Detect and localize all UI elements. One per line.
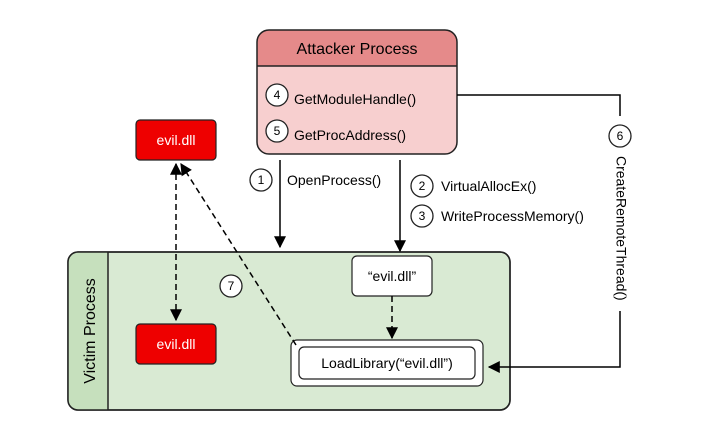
attacker-process-title: Attacker Process — [297, 41, 418, 58]
attacker-process: Attacker Process 4 GetModuleHandle() 5 G… — [256, 29, 458, 155]
disk-dll-box — [135, 119, 217, 161]
load-library-thread: LoadLibrary(“evil.dll”) — [290, 339, 484, 387]
dll-path-string: “evil.dll” — [351, 255, 433, 297]
step-1-badge — [249, 168, 273, 192]
call-get-proc-address: GetProcAddress() — [294, 127, 406, 143]
step-5-number: 5 — [274, 124, 281, 138]
step-3-number: 3 — [419, 209, 426, 223]
disk-dll-label: evil.dll — [157, 132, 196, 148]
dll-path-string-label: “evil.dll” — [368, 268, 417, 284]
step-3-badge — [410, 204, 434, 228]
loadlibrary-to-disk-arrow — [180, 162, 297, 346]
load-library-inner-box — [298, 346, 476, 380]
step-6-badge — [608, 124, 632, 148]
step-6-number: 6 — [617, 129, 624, 143]
create-remote-thread-label-bg — [612, 116, 628, 311]
victim-process-outline — [67, 251, 511, 411]
victim-process-title: Victim Process — [82, 278, 99, 384]
attacker-process-header — [257, 30, 457, 66]
call-write-process-memory: WriteProcessMemory() — [441, 208, 584, 224]
victim-dll-box — [135, 323, 217, 365]
call-create-remote-thread: CreateRemoteThread() — [613, 156, 629, 301]
step-4-badge — [265, 83, 289, 107]
call-open-process: OpenProcess() — [287, 172, 381, 188]
step-4-number: 4 — [274, 88, 281, 102]
victim-process-sidebar — [68, 252, 108, 410]
step-7-badge — [219, 274, 243, 298]
load-library-label: LoadLibrary(“evil.dll”) — [321, 355, 453, 371]
victim-dll-label: evil.dll — [157, 336, 196, 352]
disk-dll: evil.dll — [135, 119, 217, 161]
step-7-number: 7 — [228, 279, 235, 293]
victim-dll: evil.dll — [135, 323, 217, 365]
step-2-badge — [410, 174, 434, 198]
attacker-process-body — [257, 66, 457, 154]
step-2-number: 2 — [419, 179, 426, 193]
attacker-process-outline — [256, 29, 458, 155]
call-get-module-handle: GetModuleHandle() — [294, 91, 416, 107]
call-virtual-alloc-ex: VirtualAllocEx() — [441, 178, 536, 194]
step-5-badge — [265, 119, 289, 143]
step-1-number: 1 — [258, 173, 265, 187]
